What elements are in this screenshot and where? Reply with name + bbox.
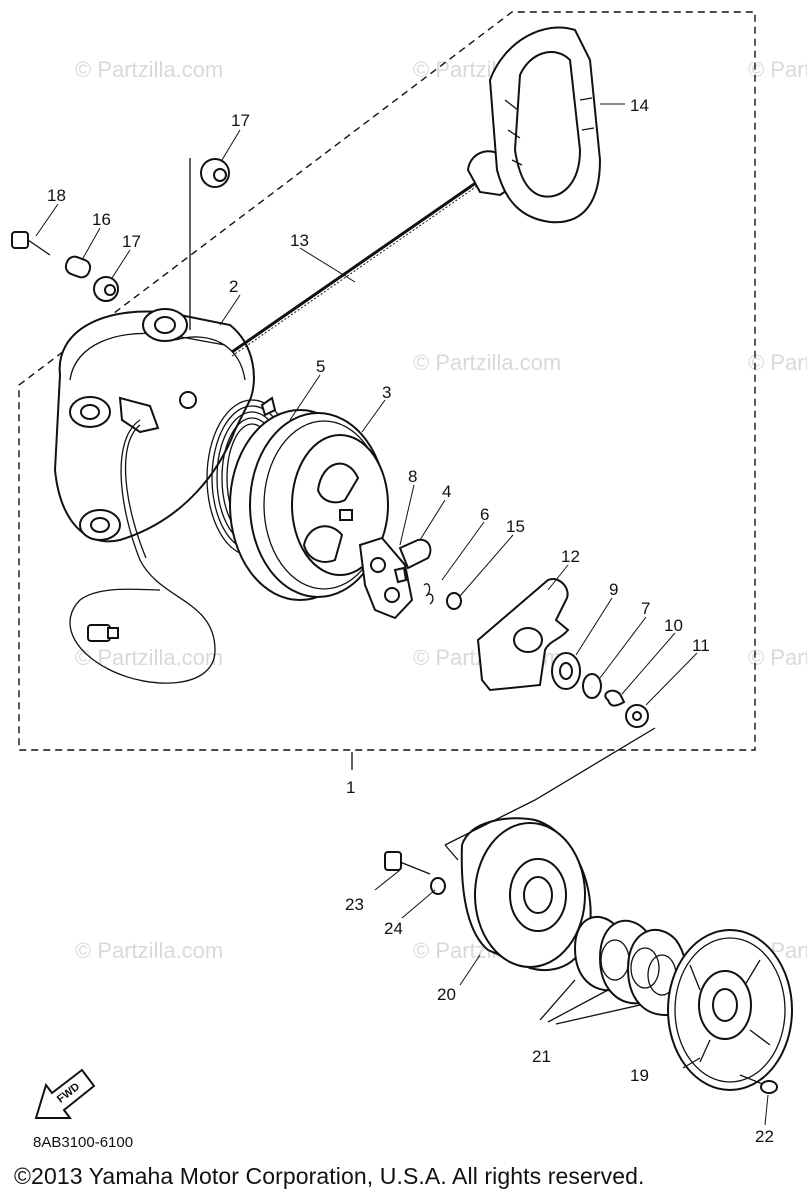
callout-21: 21	[532, 1047, 551, 1066]
callout-12: 12	[561, 547, 580, 566]
drive-pulley	[460, 817, 592, 972]
diagram-code: 8AB3100-6100	[33, 1134, 133, 1151]
callout-5: 5	[316, 357, 325, 376]
callout-18: 18	[47, 186, 66, 205]
cable-connector	[87, 624, 119, 642]
callout-4: 4	[442, 482, 451, 501]
callout-20: 20	[437, 985, 456, 1004]
callout-17-top: 17	[231, 111, 250, 130]
callout-14: 14	[630, 96, 649, 115]
callout-1: 1	[346, 778, 355, 797]
nut	[625, 704, 649, 728]
circlip	[604, 689, 626, 707]
callout-22: 22	[755, 1127, 774, 1146]
callout-6: 6	[480, 505, 489, 524]
spacer	[64, 255, 92, 279]
assembly-boundary	[18, 11, 756, 751]
callout-11: 11	[692, 636, 710, 655]
switch-cable	[69, 419, 216, 684]
callout-15: 15	[506, 517, 525, 536]
starter-handle	[466, 26, 602, 224]
callout-8: 8	[408, 467, 417, 486]
collar-left	[93, 276, 119, 302]
watermark: © Partzilla.com	[748, 350, 807, 375]
rope-reel	[229, 409, 389, 601]
watermark: © Partzilla.com	[75, 645, 223, 670]
copyright-notice: ©2013 Yamaha Motor Corporation, U.S.A. A…	[14, 1163, 645, 1189]
pulley-bolt	[384, 851, 431, 875]
callout-3: 3	[382, 383, 391, 402]
starter-case	[53, 308, 255, 543]
callout-23: 23	[345, 895, 364, 914]
washer	[446, 592, 462, 610]
starter-rope	[231, 178, 481, 354]
collar-top	[200, 158, 230, 188]
starter-plate	[667, 929, 793, 1091]
callout-7: 7	[641, 599, 650, 618]
watermark: © Partzilla.com	[413, 350, 561, 375]
flange-bolt	[11, 231, 51, 256]
guide-plate	[476, 578, 570, 692]
bushing	[551, 652, 581, 690]
callout-9: 9	[609, 580, 618, 599]
forward-arrow-icon: FWD	[34, 1068, 96, 1119]
watermark: © Partzilla.com	[748, 57, 807, 82]
small-spring	[423, 583, 434, 605]
watermarks: © Partzilla.com © Partzilla.com © Partzi…	[75, 57, 807, 963]
watermark: © Partzilla.com	[75, 57, 223, 82]
watermark: © Partzilla.com	[748, 645, 807, 670]
callout-10: 10	[664, 616, 683, 635]
callout-13: 13	[290, 231, 309, 250]
leader-lines	[35, 103, 769, 1126]
callout-19: 19	[630, 1066, 649, 1085]
callout-2: 2	[229, 277, 238, 296]
screw	[739, 1074, 778, 1094]
callout-16: 16	[92, 210, 111, 229]
callouts: 1 2 3 4 5 6 7 8 9 10 11 12 13 14 15 16 1…	[47, 96, 774, 1146]
callout-24: 24	[384, 919, 403, 938]
plain-washer	[582, 673, 602, 699]
callout-17-left: 17	[122, 232, 141, 251]
ratchet-pawl	[358, 536, 432, 620]
watermark: © Partzilla.com	[75, 938, 223, 963]
